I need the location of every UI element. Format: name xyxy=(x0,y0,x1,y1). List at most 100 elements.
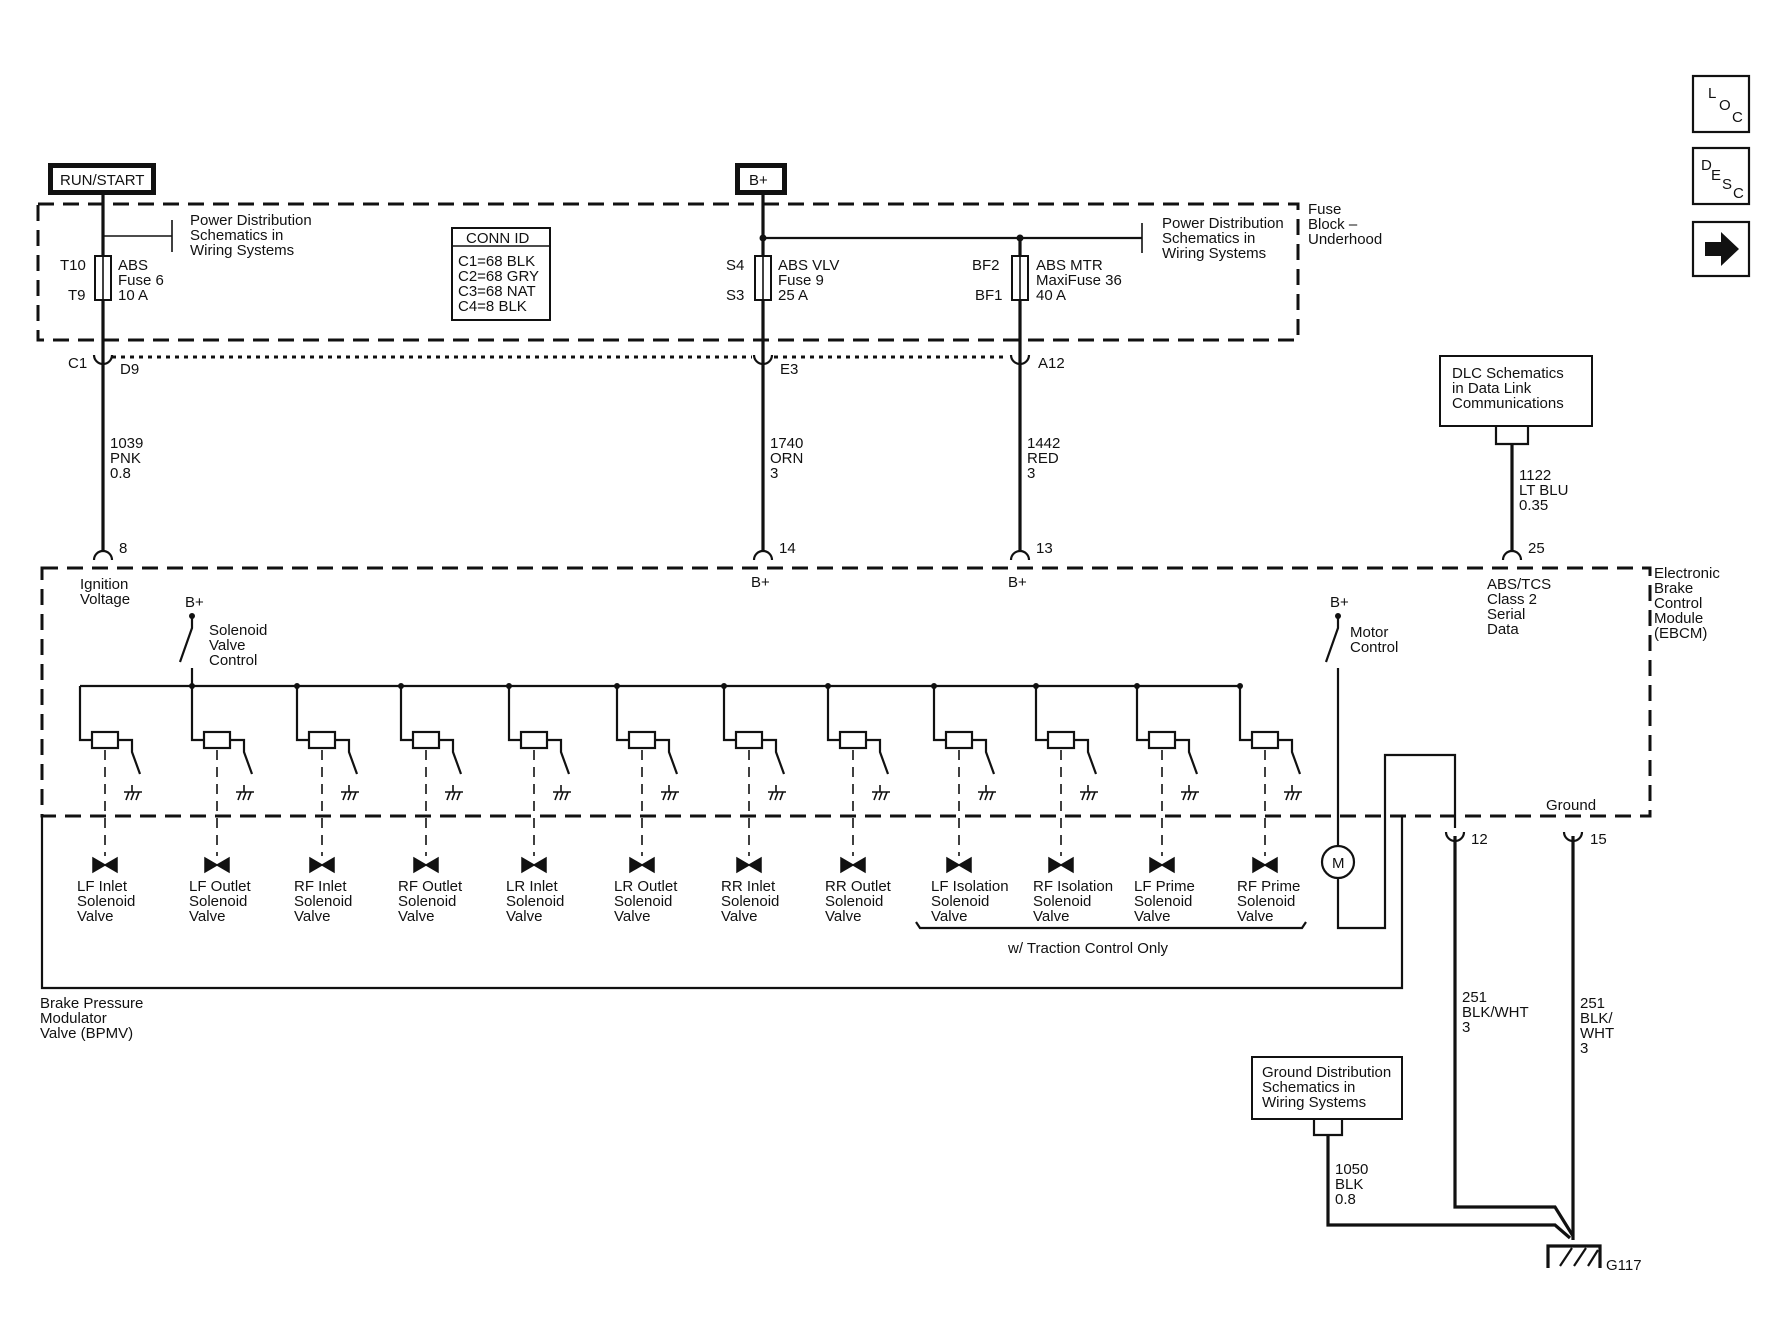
channel-11-ground-icon xyxy=(1181,785,1199,801)
channel-5-valve-label-line-2: Solenoid xyxy=(506,893,564,910)
channel-1-valve-label-line-2: Solenoid xyxy=(77,893,135,910)
channel-8-valve-label-line-1: RR Outlet xyxy=(825,878,892,895)
svg-text:BLK/WHT: BLK/WHT xyxy=(1462,1004,1529,1021)
svg-text:Brake: Brake xyxy=(1654,580,1693,597)
solenoid-valve-control-switch: B+ Solenoid Valve Control xyxy=(178,594,267,686)
loc-button[interactable]: L O C xyxy=(1691,74,1751,134)
channel-7-ground-icon xyxy=(768,785,786,801)
channel-9-valve-label-line-1: LF Isolation xyxy=(931,878,1009,895)
svg-text:12: 12 xyxy=(1471,831,1488,848)
svg-text:Wiring Systems: Wiring Systems xyxy=(190,242,294,259)
channel-5-valve-label-line-1: LR Inlet xyxy=(506,878,559,895)
svg-text:B+: B+ xyxy=(751,574,770,591)
channel-10-valve-label-line-2: Solenoid xyxy=(1033,893,1091,910)
channel-2-valve-label-line-3: Valve xyxy=(189,908,225,925)
channel-6-valve-icon xyxy=(629,856,655,874)
svg-text:Brake Pressure: Brake Pressure xyxy=(40,995,143,1012)
wire-251-pin12-label: 251 BLK/WHT 3 xyxy=(1462,989,1529,1036)
channel-12-valve-label-line-2: Solenoid xyxy=(1237,893,1295,910)
svg-text:Communications: Communications xyxy=(1452,395,1564,412)
svg-text:3: 3 xyxy=(1027,465,1035,482)
channel-1-driver-switch xyxy=(118,738,142,775)
power-distribution-ref-left: Power Distribution Schematics in Wiring … xyxy=(104,212,312,259)
svg-text:Schematics in: Schematics in xyxy=(1162,230,1255,247)
channel-6-driver-switch xyxy=(655,738,679,775)
channel-11-driver-switch xyxy=(1175,738,1199,775)
svg-text:Control: Control xyxy=(1654,595,1702,612)
svg-text:ABS VLV: ABS VLV xyxy=(778,257,839,274)
channel-5-ground-icon xyxy=(553,785,571,801)
channel-2-driver-switch xyxy=(230,738,254,775)
wire-1039-label: 1039 PNK 0.8 xyxy=(110,435,143,482)
svg-text:Motor: Motor xyxy=(1350,624,1388,641)
fuse-block-outline xyxy=(36,202,1300,342)
svg-text:Control: Control xyxy=(1350,639,1398,656)
desc-button[interactable]: D E S C xyxy=(1691,146,1751,206)
channel-10-valve-label-line-3: Valve xyxy=(1033,908,1069,925)
wire-1050-label: 1050 BLK 0.8 xyxy=(1335,1161,1368,1208)
svg-text:Valve (BPMV): Valve (BPMV) xyxy=(40,1025,133,1042)
channel-5-coil xyxy=(519,730,549,750)
channel-8-ground-icon xyxy=(872,785,890,801)
svg-text:RED: RED xyxy=(1027,450,1059,467)
svg-text:E3: E3 xyxy=(780,361,798,378)
svg-text:251: 251 xyxy=(1580,995,1605,1012)
svg-text:3: 3 xyxy=(1462,1019,1470,1036)
fuse-abs-6: T10 T9 ABS Fuse 6 10 A xyxy=(60,255,164,304)
channel-11-valve-label-line-3: Valve xyxy=(1134,908,1170,925)
wire-1740-label: 1740 ORN 3 xyxy=(770,435,803,482)
svg-text:Ignition: Ignition xyxy=(80,576,128,593)
svg-text:Underhood: Underhood xyxy=(1308,231,1382,248)
svg-text:14: 14 xyxy=(779,540,796,557)
channel-7-drop-wire xyxy=(722,686,736,742)
channel-1-ground-icon xyxy=(124,785,142,801)
svg-text:S4: S4 xyxy=(726,257,744,274)
channel-5-driver-switch xyxy=(547,738,571,775)
run-start-source: RUN/START xyxy=(48,163,156,195)
svg-text:1442: 1442 xyxy=(1027,435,1060,452)
run-start-label: RUN/START xyxy=(60,172,144,189)
channel-7-valve-label-line-3: Valve xyxy=(721,908,757,925)
channel-10-valve-label-line-1: RF Isolation xyxy=(1033,878,1113,895)
channel-3-ground-icon xyxy=(341,785,359,801)
channel-12-coil xyxy=(1250,730,1280,750)
loc-letter-l: L xyxy=(1708,85,1716,102)
dlc-schematics-ref: DLC Schematics in Data Link Communicatio… xyxy=(1439,355,1593,446)
traction-control-bracket: w/ Traction Control Only xyxy=(915,921,1307,957)
svg-text:T10: T10 xyxy=(60,257,86,274)
svg-text:0.8: 0.8 xyxy=(1335,1191,1356,1208)
channel-9-valve-label-line-2: Solenoid xyxy=(931,893,989,910)
channel-6-valve-label-line-2: Solenoid xyxy=(614,893,672,910)
channel-6-ground-icon xyxy=(661,785,679,801)
svg-text:1740: 1740 xyxy=(770,435,803,452)
fuse-block-label: Fuse Block – Underhood xyxy=(1308,201,1382,248)
channel-11-valve-label-line-2: Solenoid xyxy=(1134,893,1192,910)
channel-9-coil xyxy=(944,730,974,750)
channel-9-drop-wire xyxy=(932,686,946,742)
desc-letter-e: E xyxy=(1711,167,1721,184)
svg-text:1039: 1039 xyxy=(110,435,143,452)
svg-text:Block –: Block – xyxy=(1308,216,1358,233)
svg-text:A12: A12 xyxy=(1038,355,1065,372)
svg-text:ABS: ABS xyxy=(118,257,148,274)
svg-text:D9: D9 xyxy=(120,361,139,378)
svg-text:B+: B+ xyxy=(1008,574,1027,591)
bplus-source: B+ xyxy=(735,163,787,195)
wire-251-pin15-label: 251 BLK/ WHT 3 xyxy=(1580,995,1614,1057)
svg-text:3: 3 xyxy=(1580,1040,1588,1057)
svg-text:C3=68 NAT: C3=68 NAT xyxy=(458,283,536,300)
svg-text:40 A: 40 A xyxy=(1036,287,1066,304)
svg-text:Valve: Valve xyxy=(209,637,245,654)
next-arrow-button[interactable] xyxy=(1691,220,1751,278)
channel-9-ground-icon xyxy=(978,785,996,801)
svg-text:T9: T9 xyxy=(68,287,86,304)
channel-1-valve-label-line-1: LF Inlet xyxy=(77,878,128,895)
svg-text:0.8: 0.8 xyxy=(110,465,131,482)
channel-9-driver-switch xyxy=(972,738,996,775)
channel-4-drop-wire xyxy=(399,686,413,742)
svg-text:LT BLU: LT BLU xyxy=(1519,482,1568,499)
conn-id-box: CONN ID C1=68 BLK C2=68 GRY C3=68 NAT C4… xyxy=(451,227,551,321)
channel-6-valve-label-line-1: LR Outlet xyxy=(614,878,678,895)
